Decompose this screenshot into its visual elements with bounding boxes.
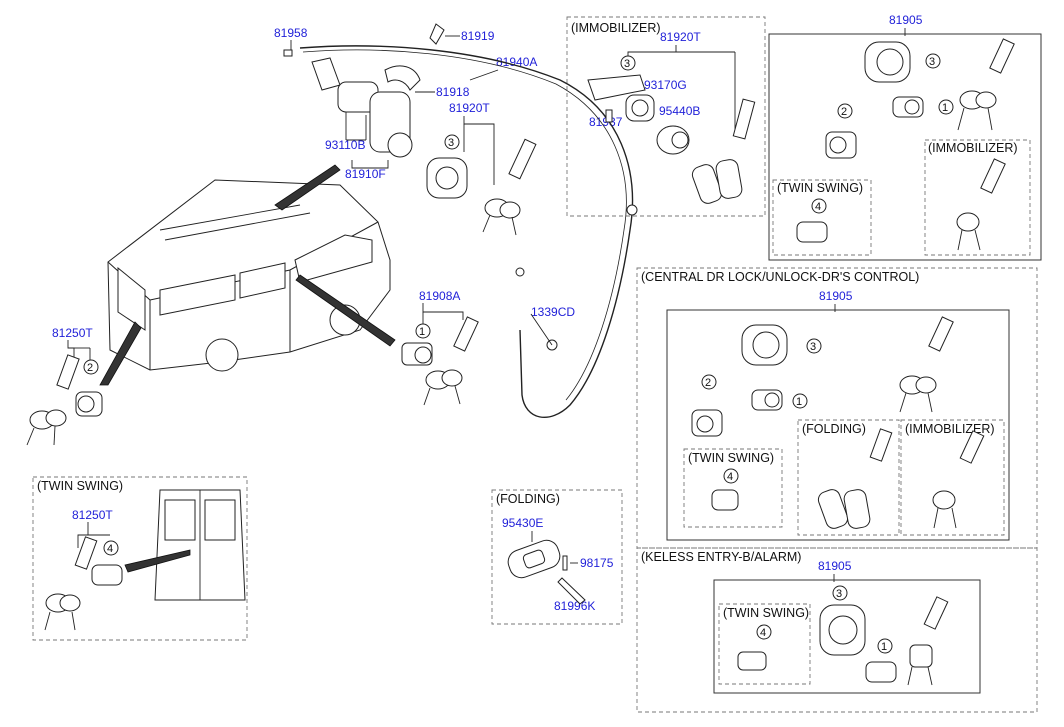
twin-swing-lock-81250T (44, 489, 246, 631)
svg-text:1: 1 (881, 641, 887, 653)
caption-central: (CENTRAL DR LOCK/UNLOCK-DR'S CONTROL) (641, 270, 919, 284)
part-81905-central: 81905 (819, 289, 853, 303)
svg-text:3: 3 (448, 137, 454, 149)
pointer-wedge-ignition (274, 164, 341, 211)
keyless-group-box (636, 547, 1038, 713)
ignition-lock-81920T (426, 157, 468, 199)
part-81920T-main: 81920T (449, 101, 490, 115)
svg-text:2: 2 (705, 377, 711, 389)
door-lock-81908A (401, 316, 479, 406)
cable-clip (626, 204, 638, 216)
part-95440B: 95440B (659, 104, 700, 118)
svg-text:1: 1 (796, 396, 802, 408)
caption-immobilizer: (IMMOBILIZER) (571, 21, 661, 35)
immobilizer-components (587, 74, 756, 204)
twin-swing-main-box (32, 476, 248, 641)
part-81940A: 81940A (496, 55, 537, 69)
svg-text:2: 2 (841, 106, 847, 118)
keyless-81905-box (713, 579, 981, 694)
part-93110B: 93110B (325, 138, 365, 152)
caption-twin-swing-main: (TWIN SWING) (37, 479, 123, 493)
caption-top-twin-swing: (TWIN SWING) (777, 181, 863, 195)
callout-circles: 3 1 2 4 3 3 1 2 4 3 1 2 4 3 1 4 (83, 53, 954, 654)
key-set-main (482, 138, 537, 236)
svg-text:2: 2 (87, 362, 93, 374)
tailgate-lock-81250T (26, 354, 103, 446)
van-illustration (107, 179, 391, 372)
central-81905-box (666, 309, 1010, 541)
part-81958: 81958 (274, 26, 308, 40)
top-twin-swing-box (772, 179, 872, 256)
part-93170G: 93170G (644, 78, 687, 92)
svg-text:3: 3 (836, 588, 842, 600)
part-81905-keyless: 81905 (818, 559, 852, 573)
part-95430E: 95430E (502, 516, 543, 530)
pointer-wedge-door (295, 274, 396, 347)
part-81910F: 81910F (345, 167, 386, 181)
part-81905-top: 81905 (889, 13, 923, 27)
folding-box (491, 489, 623, 625)
svg-text:4: 4 (760, 627, 766, 639)
pointer-wedge-rear (99, 321, 142, 386)
central-group-box (636, 267, 1038, 549)
caption-folding: (FOLDING) (496, 492, 560, 506)
caption-top-immobilizer: (IMMOBILIZER) (928, 141, 1018, 155)
svg-text:1: 1 (942, 102, 948, 114)
caption-central-immobilizer: (IMMOBILIZER) (905, 422, 995, 436)
folding-key (507, 539, 586, 605)
central-folding-box (797, 419, 900, 536)
part-81996K: 81996K (554, 599, 595, 613)
part-81919: 81919 (461, 29, 495, 43)
part-81250T-twin: 81250T (72, 508, 113, 522)
caption-keyless-twin-swing: (TWIN SWING) (723, 606, 809, 620)
part-81920T-immobilizer: 81920T (660, 30, 701, 44)
keyless-81905-components (737, 596, 949, 686)
svg-text:4: 4 (815, 201, 821, 213)
part-1339CD: 1339CD (531, 305, 575, 319)
part-98175: 98175 (580, 556, 614, 570)
central-twin-swing-box (683, 448, 783, 528)
svg-text:1: 1 (419, 326, 425, 338)
caption-keyless: (KELESS ENTRY-B/ALARM) (641, 550, 801, 564)
svg-text:3: 3 (624, 58, 630, 70)
svg-text:4: 4 (727, 471, 733, 483)
svg-text:3: 3 (929, 56, 935, 68)
top-immobilizer-box (924, 139, 1031, 256)
part-81250T-main: 81250T (52, 326, 93, 340)
caption-central-twin-swing: (TWIN SWING) (688, 451, 774, 465)
hood-release-cable (299, 45, 634, 418)
immobilizer-group-box (566, 16, 766, 217)
ignition-lock-assembly (283, 23, 445, 158)
caption-central-folding: (FOLDING) (802, 422, 866, 436)
part-81908A: 81908A (419, 289, 460, 303)
central-immobilizer-box (900, 419, 1005, 536)
keyless-twin-swing-box (718, 603, 811, 685)
central-81905-components (691, 316, 985, 529)
part-81918: 81918 (436, 85, 470, 99)
svg-text:3: 3 (810, 341, 816, 353)
svg-text:4: 4 (107, 543, 113, 555)
top-81905-components (796, 38, 1015, 251)
cable-end (515, 267, 525, 277)
